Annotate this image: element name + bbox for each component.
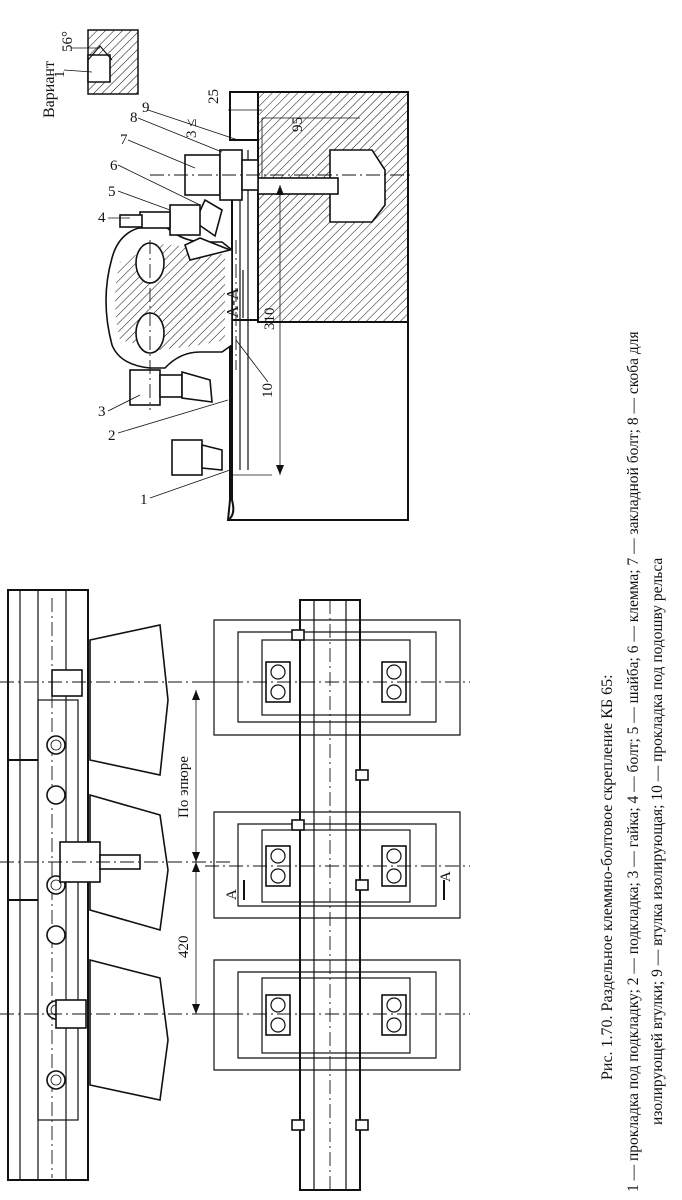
dim-by-diagram-label: По эпюре (176, 756, 192, 818)
dim-25-label: 25 (206, 89, 222, 104)
dim-spacing (192, 690, 200, 1014)
caption-title: Рис. 1.70. Раздельное клеммно-болтовое с… (599, 674, 616, 1080)
section-label: А-А (223, 287, 242, 318)
dim-95 (261, 117, 360, 178)
sleeper-side-1 (89, 624, 169, 776)
variant-part-label: 1 (52, 71, 68, 79)
dim-3le-label: 3 ≤ (184, 119, 200, 138)
dim-95-label: 95 (290, 117, 306, 132)
part-label-10: 10 (260, 383, 276, 398)
section-marker-a-right: А (438, 871, 454, 882)
dim-310-label: 310 (262, 308, 278, 331)
variant-label: Вариант (41, 61, 58, 118)
plan-joint-bolts (291, 629, 369, 1131)
variant-part (87, 54, 111, 83)
part-label-3: 3 (98, 404, 106, 420)
joint-bar (37, 699, 79, 1121)
plan-plate-1 (261, 639, 411, 716)
caption-line-1: 1 — прокладка под подкладку; 2 — подклад… (625, 331, 642, 1192)
clamp-assembly-upper (119, 198, 233, 261)
embedded-bolt-shaft (257, 177, 339, 195)
dim-420-label: 420 (176, 936, 192, 959)
pad-under-plate (227, 160, 235, 521)
part-label-1: 1 (140, 492, 148, 508)
rail-hatch (115, 244, 225, 350)
section-view-aa: 310 95 25 3 ≤ А-А 1 2 3 (98, 89, 410, 521)
variant-inset: 56° 1 Вариант (41, 29, 139, 118)
part-leaders (107, 109, 269, 499)
part-label-7: 7 (120, 132, 128, 148)
plan-sleeper-1 (213, 619, 461, 736)
variant-angle-label: 56° (60, 31, 76, 52)
fastener-side-1 (51, 669, 83, 697)
part-label-8: 8 (130, 110, 138, 126)
part-label-4: 4 (98, 210, 106, 226)
plan-sleeper-3 (213, 959, 461, 1071)
plan-sleeper-2 (213, 811, 461, 919)
embedded-bolt-channel (329, 149, 386, 223)
part-label-5: 5 (108, 184, 116, 200)
side-elevation (0, 589, 230, 1181)
part-label-9: 9 (142, 100, 150, 116)
section-marker-a-left: А (224, 889, 240, 900)
caption-line-2: изолирующей втулки; 9 — втулка изолирующ… (649, 558, 666, 1125)
clamp-assembly-lower (129, 369, 223, 476)
sleeper-side-3 (89, 958, 169, 1101)
variant-wedge (87, 45, 113, 61)
dim-310 (232, 185, 284, 476)
plan-plate-3 (261, 977, 411, 1054)
part-label-2: 2 (108, 428, 116, 444)
embedded-bolt-assembly (150, 149, 410, 201)
part-label-6: 6 (110, 158, 118, 174)
plan-view (205, 599, 470, 1191)
variant-part-leader (63, 69, 93, 73)
rail-side-body (7, 589, 89, 1181)
joint-bolts (46, 735, 66, 1090)
plan-bolts (265, 661, 407, 1036)
